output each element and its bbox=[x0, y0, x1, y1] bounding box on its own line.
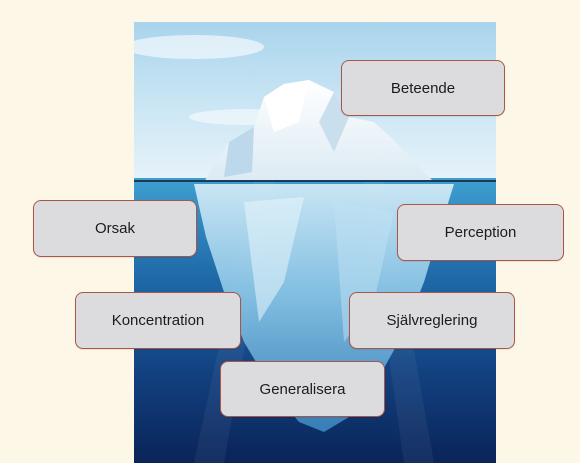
label-koncentration: Koncentration bbox=[75, 292, 241, 349]
label-sjalvreglering: Självreglering bbox=[349, 292, 515, 349]
label-generalisera: Generalisera bbox=[220, 361, 385, 417]
label-orsak: Orsak bbox=[33, 200, 197, 257]
label-perception: Perception bbox=[397, 204, 564, 261]
label-beteende: Beteende bbox=[341, 60, 505, 116]
